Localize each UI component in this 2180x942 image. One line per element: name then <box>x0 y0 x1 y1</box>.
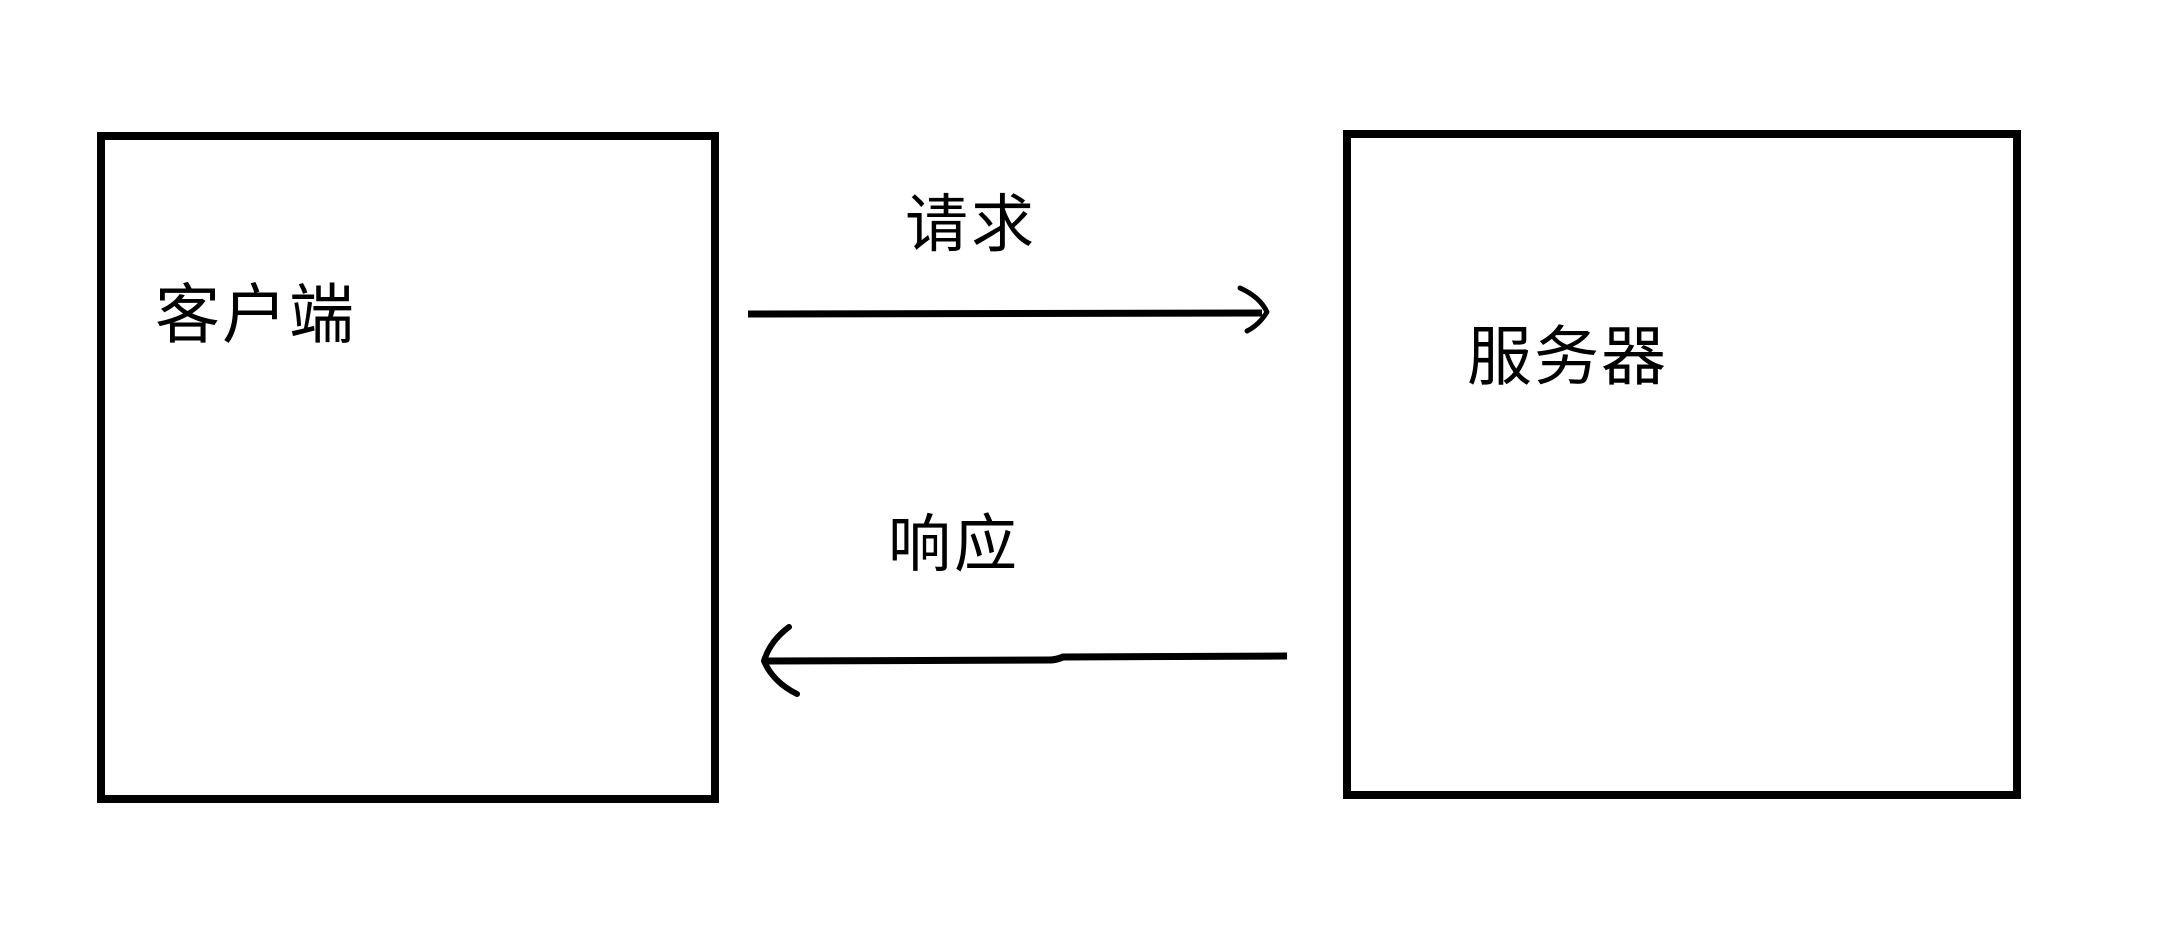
response-arrow <box>761 624 1288 697</box>
request-arrow-shaft <box>747 309 1263 318</box>
client-node-label: 客户端 <box>155 280 357 352</box>
request-arrowhead-icon <box>1237 285 1270 334</box>
client-node-box: 客户端 <box>97 132 719 803</box>
request-edge-label: 请求 <box>905 190 1037 260</box>
response-arrow-shaft <box>765 652 1288 665</box>
request-arrow <box>747 285 1270 334</box>
response-edge-label: 响应 <box>888 510 1020 580</box>
server-node-box: 服务器 <box>1343 130 2021 799</box>
server-node-label: 服务器 <box>1467 322 1669 394</box>
response-arrowhead-icon <box>761 624 800 697</box>
